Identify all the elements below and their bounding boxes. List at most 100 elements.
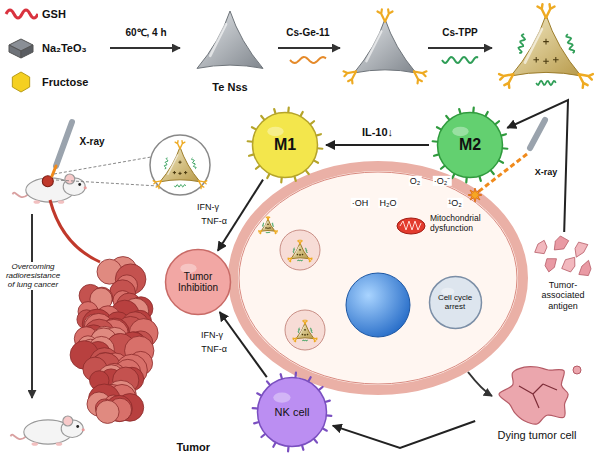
cell-outline [485,112,487,116]
nanoparticle [199,181,204,189]
ros-burst [468,188,482,202]
nanoparticle [293,338,297,339]
endosome [280,230,320,270]
dying-tumor-cell-picture [573,366,581,374]
legend-swatch [6,10,38,18]
tumor-antigen-picture [535,240,547,253]
nanoparticle [297,254,298,255]
xray-pen [56,122,72,166]
zoom-leader [54,157,151,174]
legend-swatch [12,72,29,92]
mitochondrion: Mitochondrial dysfunction [396,214,492,234]
nanoparticle [298,328,300,333]
lung-tumor: Tumor [60,245,210,454]
cell-outline [166,250,231,315]
nanoparticle [272,223,274,227]
cell-outline [501,134,506,135]
nanoparticle [304,334,305,335]
endosome [285,310,325,350]
mouse-figure [78,183,81,186]
annotation-label: IFN-γ [200,330,224,340]
therapy-arrow [31,214,33,398]
nanoparticle [267,228,268,229]
nanoparticle [343,71,356,76]
node-text: Cell cycle arrest [434,293,477,311]
cell-outline [261,116,264,120]
cell-outline [256,166,260,169]
nanoparticle [296,323,314,339]
nanoparticle [153,181,161,184]
mouse-figure [82,428,85,431]
annotation-label: ·OH [351,198,370,208]
nanoparticle [264,222,267,229]
zoom-leader [56,180,158,186]
mouse-figure [32,442,39,446]
peptide-chain [290,57,326,63]
legend-row: Fructose [4,71,88,93]
nanoparticle [366,31,381,61]
cell-outline [429,276,481,328]
tumor-antigen-picture [575,242,588,257]
mouse-figure [13,174,87,204]
nanoparticle [288,240,312,262]
dying-tumor-cell: Dying tumor cell [478,356,596,442]
nanoparticle [553,57,559,63]
nanoparticle [579,74,588,88]
mouse-figure [63,416,73,426]
cell-cycle-arrest: Cell cycle arrest [428,275,483,330]
tpp-helix [442,57,478,63]
cell-outline [257,393,261,395]
cell-outline [452,174,454,178]
xray-tip [52,166,56,176]
legend-icon [4,37,38,59]
annotation-label: IFN-γ [196,202,220,212]
legend-row: Na₂TeO₃ [4,37,88,59]
te-nanosheet-picture [188,2,272,80]
nanoparticle [300,327,304,336]
nanoparticle [293,320,317,342]
reagent-legend: GSH Na₂TeO₃ Fructose [4,3,88,105]
tumor-antigen-picture [545,259,556,272]
flow-arrow [326,144,429,146]
nanoparticle [153,141,207,189]
nanoparticle [305,248,307,253]
tumor-antigen-picture [554,236,568,250]
tumor-antigen: Tumor-associated antigen [530,235,596,311]
node-text: Dying tumor cell [478,429,596,442]
annotation-note: Overcoming radioresistance of lung cance… [2,262,64,290]
cell-outline [300,112,302,116]
nanoparticle [354,19,416,73]
zoom-circle [150,135,210,195]
nanoparticle [266,232,270,234]
tumor-antigen-picture [530,235,596,279]
nanoparticle [536,81,556,85]
lung-tumor-picture [60,245,210,440]
nanoparticle [180,141,185,149]
nanoparticle [385,9,393,21]
nanoparticle [269,227,270,228]
tumor-antigen-picture [579,260,591,275]
nanoparticle [525,29,542,63]
tumor-cell [239,172,517,384]
cell-outline [267,174,269,178]
nanoparticle [168,155,178,174]
mitochondrion-picture [396,214,428,238]
cell-outline [491,170,494,174]
dying-tumor-cell-picture [478,356,596,428]
nanoparticle [299,249,300,250]
nanoparticle [259,231,262,232]
lung-tumor-picture [96,400,119,423]
nanoparticle [184,171,187,174]
dying-tumor-cell-picture [499,367,568,425]
nanoparticle [414,71,422,83]
nanoparticle [175,141,180,149]
mitochondrion-picture [397,218,425,234]
legend-text: Na₂TeO₃ [42,42,87,54]
annotation-label: TNF-α [200,344,228,354]
nanoparticle [533,57,539,63]
cell-outline [495,121,499,124]
legend-row: GSH [4,3,88,25]
cell-outline [308,377,310,381]
